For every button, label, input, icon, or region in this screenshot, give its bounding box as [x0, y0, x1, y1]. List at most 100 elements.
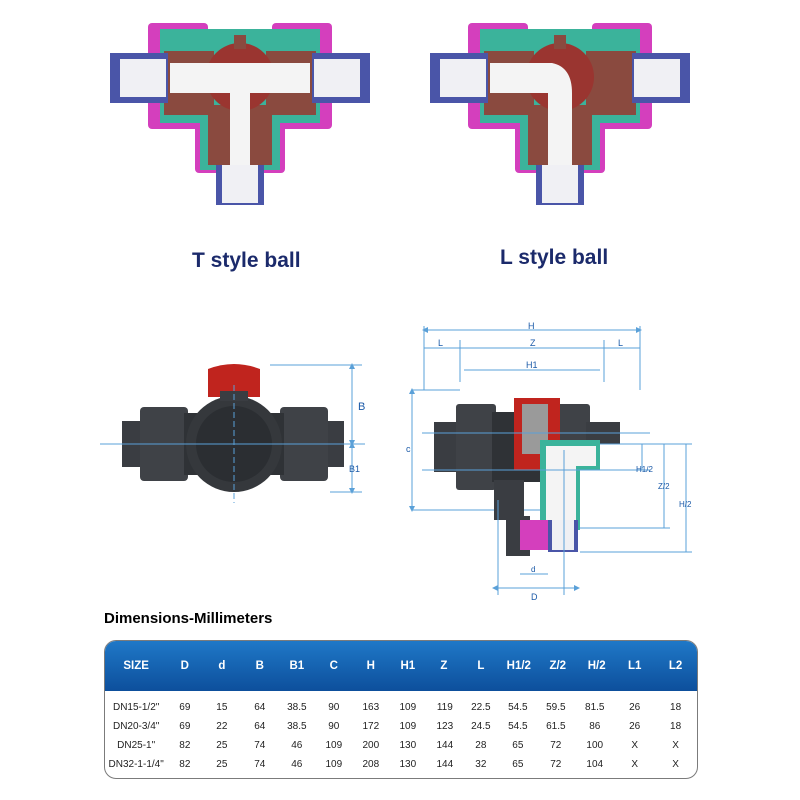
table-cell: 54.5 — [508, 721, 528, 732]
dim-label-h1-2: H1/2 — [636, 465, 653, 474]
table-cell: 26 — [629, 721, 641, 732]
table-cell: 28 — [475, 740, 487, 751]
table-cell: 100 — [586, 740, 604, 751]
table-cell: 46 — [291, 740, 303, 751]
table-cell: DN25-1" — [117, 740, 156, 751]
side-view-drawing: B B1 — [100, 363, 365, 503]
t-style-caption: T style ball — [192, 249, 301, 272]
table-cell: DN15-1/2" — [112, 702, 160, 713]
th-h-2: H/2 — [587, 660, 606, 672]
l-style-caption: L style ball — [500, 246, 609, 269]
table-cell: 109 — [325, 759, 343, 770]
table-cell: 81.5 — [585, 702, 605, 713]
table-cell: 22.5 — [471, 702, 491, 713]
table-cell: 38.5 — [287, 702, 307, 713]
dim-label-h1: H1 — [526, 360, 538, 370]
dim-label-z-2: Z/2 — [658, 482, 670, 491]
table-cell: X — [631, 759, 639, 770]
table-cell: 64 — [254, 702, 266, 713]
th-l1: L1 — [627, 660, 642, 672]
table-cell: 18 — [670, 702, 682, 713]
table-cell: 144 — [436, 759, 454, 770]
dimensions-title: Dimensions-Millimeters — [104, 610, 273, 627]
table-cell: X — [672, 759, 679, 770]
dim-label-b1: B1 — [349, 464, 360, 474]
table-cell: 65 — [512, 759, 524, 770]
table-cell: 18 — [670, 721, 682, 732]
table-cell: 59.5 — [546, 702, 566, 713]
th-size: SIZE — [123, 660, 149, 672]
table-cell: 109 — [325, 740, 343, 751]
table-cell: 104 — [586, 759, 604, 770]
dim-label-l-left: L — [438, 338, 443, 348]
th-l2: L2 — [668, 660, 683, 672]
table-cell: X — [672, 740, 679, 751]
t-style-cross-section — [110, 23, 370, 205]
table-cell: 72 — [550, 740, 562, 751]
dim-label-d-small: d — [531, 565, 535, 574]
table-cell: 82 — [179, 740, 191, 751]
table-row: DN32-1-1/4" 82 25 74 46 109 208 130 144 32 65 72 104… — [105, 755, 697, 774]
table-cell: 69 — [179, 721, 191, 732]
th-c: C — [329, 660, 338, 672]
table-cell: 24.5 — [471, 721, 491, 732]
table-cell: X — [631, 740, 639, 751]
dim-label-z: Z — [530, 338, 536, 348]
th-b1: B1 — [289, 660, 305, 672]
th-h1: H1 — [400, 660, 416, 672]
table-cell: 172 — [362, 721, 380, 732]
table-cell: 25 — [216, 740, 228, 751]
table-header-row: SIZE D d B B1 C H H1 Z L H1/2 Z/2 H/2 L1… — [105, 641, 697, 691]
dim-label-h-2: H/2 — [679, 500, 692, 509]
table-cell: 32 — [475, 759, 487, 770]
table-cell: 74 — [254, 759, 266, 770]
dim-label-c: c — [406, 444, 411, 454]
th-h1-2: H1/2 — [506, 660, 531, 672]
table-cell: 46 — [291, 759, 303, 770]
table-cell: 109 — [399, 721, 417, 732]
th-d-inner: d — [218, 660, 226, 672]
table-cell: 208 — [362, 759, 380, 770]
dim-label-d-large: D — [531, 592, 538, 602]
th-z: Z — [440, 660, 448, 672]
table-cell: 25 — [216, 759, 228, 770]
table-cell: 144 — [436, 740, 454, 751]
table-cell: 109 — [399, 702, 417, 713]
table-cell: 74 — [254, 740, 266, 751]
table-cell: 72 — [550, 759, 562, 770]
th-l: L — [477, 660, 485, 672]
l-style-cross-section — [430, 23, 690, 205]
table-cell: 64 — [254, 721, 266, 732]
table-cell: 163 — [362, 702, 380, 713]
dim-label-l-right: L — [618, 338, 623, 348]
table-cell: 69 — [179, 702, 191, 713]
dimensions-table: SIZE D d B B1 C H H1 Z L H1/2 Z/2 H/2 L1… — [104, 640, 698, 779]
dim-label-h: H — [528, 321, 535, 331]
table-cell: 90 — [328, 702, 340, 713]
table-cell: 15 — [216, 702, 228, 713]
th-z-2: Z/2 — [549, 660, 567, 672]
table-cell: 38.5 — [287, 721, 307, 732]
table-row: DN20-3/4" 69 22 64 38.5 90 172 109 123 24.5 54.5 61… — [105, 717, 697, 736]
table-cell: 61.5 — [546, 721, 566, 732]
table-row: DN25-1" 82 25 74 46 109 200 130 144 28 65 72 100 X X — [105, 736, 697, 755]
table-cell: 86 — [589, 721, 601, 732]
th-b: B — [255, 660, 264, 672]
table-cell: 82 — [179, 759, 191, 770]
table-cell: DN20-3/4" — [112, 721, 160, 732]
th-h: H — [366, 660, 375, 672]
table-cell: 200 — [362, 740, 380, 751]
table-cell: 130 — [399, 759, 417, 770]
section-dimension-drawing: H L Z L H1 c H1/2 Z/2 H/2 d D — [406, 321, 692, 602]
th-d-outer: D — [180, 660, 189, 672]
table-cell: 65 — [512, 740, 524, 751]
table-cell: 22 — [216, 721, 228, 732]
table-cell: 123 — [436, 721, 454, 732]
table-cell: 90 — [328, 721, 340, 732]
dim-label-b: B — [358, 401, 365, 413]
table-cell: 26 — [629, 702, 641, 713]
table-cell: DN32-1-1/4" — [108, 759, 164, 770]
table-cell: 130 — [399, 740, 417, 751]
